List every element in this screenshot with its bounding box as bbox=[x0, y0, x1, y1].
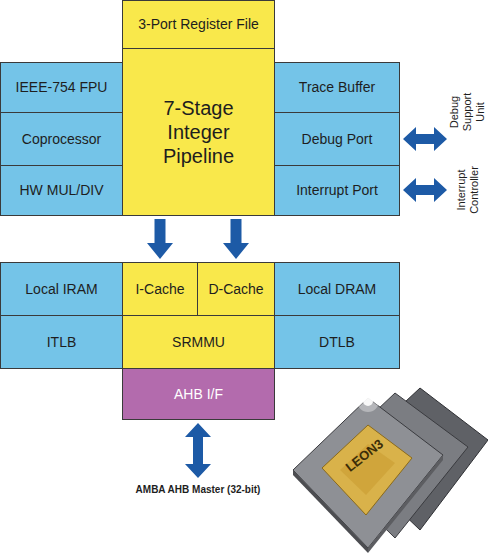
box-text: Local IRAM bbox=[25, 281, 97, 298]
side-label: Interrupt Controller bbox=[453, 159, 483, 221]
cache-box: I-Cache bbox=[122, 262, 198, 316]
unit-box: IEEE-754 FPU bbox=[0, 62, 123, 113]
cache-box: D-Cache bbox=[197, 262, 275, 316]
chip-marking: LEON3 bbox=[331, 426, 397, 483]
box-text: Debug Port bbox=[302, 131, 373, 148]
chip-package bbox=[293, 398, 443, 548]
box-text: 7-Stage Integer Pipeline bbox=[149, 96, 249, 168]
port-box: Interrupt Port bbox=[274, 165, 400, 216]
double-arrow bbox=[403, 127, 447, 151]
register-file-box: 3-Port Register File bbox=[122, 0, 275, 49]
box-text: IEEE-754 FPU bbox=[16, 79, 108, 96]
tlb-box: ITLB bbox=[0, 315, 123, 369]
box-text: AHB I/F bbox=[174, 386, 223, 403]
box-text: D-Cache bbox=[208, 281, 263, 298]
double-arrow bbox=[403, 178, 447, 202]
bus-interface-box: AHB I/F bbox=[122, 368, 275, 420]
pipeline-box: 7-Stage Integer Pipeline bbox=[122, 48, 275, 216]
box-text: Trace Buffer bbox=[299, 79, 375, 96]
box-text: ITLB bbox=[47, 334, 77, 351]
memory-box: Local DRAM bbox=[274, 262, 400, 316]
side-label: Debug Support Unit bbox=[446, 86, 488, 138]
box-text: Interrupt Port bbox=[296, 182, 378, 199]
tlb-box: DTLB bbox=[274, 315, 400, 369]
box-text: DTLB bbox=[319, 334, 355, 351]
bus-label: AMBA AHB Master (32-bit) bbox=[88, 482, 308, 498]
box-text: Coprocessor bbox=[22, 131, 101, 148]
box-text: SRMMU bbox=[172, 334, 225, 351]
box-text: HW MUL/DIV bbox=[20, 182, 104, 199]
box-text: I-Cache bbox=[135, 281, 184, 298]
chip-die bbox=[322, 425, 412, 515]
box-text: 3-Port Register File bbox=[138, 16, 259, 33]
chip-highlight bbox=[357, 390, 379, 412]
memory-box: Local IRAM bbox=[0, 262, 123, 316]
unit-box: HW MUL/DIV bbox=[0, 165, 123, 216]
double-arrow bbox=[185, 423, 211, 478]
port-box: Debug Port bbox=[274, 112, 400, 166]
unit-box: Trace Buffer bbox=[274, 62, 400, 113]
box-text: Local DRAM bbox=[298, 281, 377, 298]
unit-box: Coprocessor bbox=[0, 112, 123, 166]
chip-illustration bbox=[293, 388, 488, 553]
data-path-arrow bbox=[155, 219, 166, 243]
data-path-arrow bbox=[231, 219, 242, 243]
mmu-box: SRMMU bbox=[122, 315, 275, 369]
